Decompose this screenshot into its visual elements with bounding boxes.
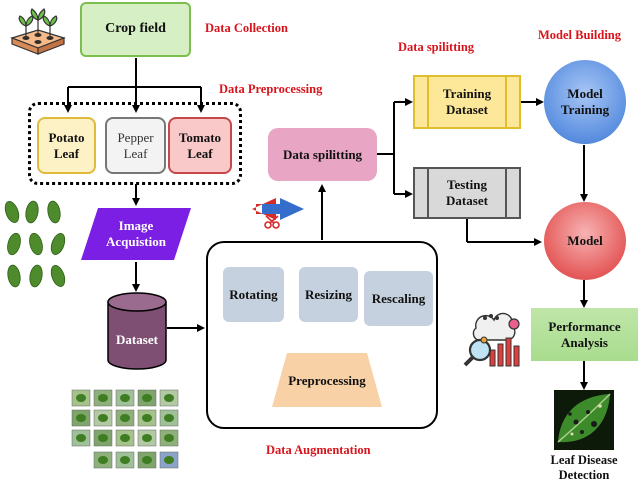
data-splitting-box: Data spilitting (268, 128, 377, 181)
leaf-disease-detection-text: Leaf Disease Detection (550, 453, 618, 482)
tomato-leaf-box: Tomato Leaf (168, 117, 232, 174)
pepper-leaf-box: Pepper Leaf (105, 117, 166, 174)
model-training-circle: Model Training (544, 60, 626, 144)
analytics-icon (463, 312, 520, 367)
crop-field-text: Crop field (105, 21, 166, 37)
data-splitting-label: Data spilitting (398, 40, 475, 54)
testing-dataset-divider-right (505, 169, 507, 217)
data-collection-label: Data Collection (205, 21, 288, 35)
leaf-disease-detection-label: Leaf Disease Detection (536, 452, 632, 484)
pepper-leaf-text: Pepper Leaf (117, 129, 154, 161)
dataset-cylinder-shape (107, 292, 167, 370)
resizing-box: Resizing (299, 267, 358, 322)
leaf-thumbnails-image (71, 389, 179, 469)
preprocessing-box: Preprocessing (271, 358, 383, 404)
training-dataset-divider-left (427, 77, 429, 127)
dataset-box: Dataset (106, 320, 168, 360)
data-preprocessing-label: Data Preprocessing (219, 82, 323, 96)
model-building-label: Model Building (538, 28, 622, 42)
rescaling-box: Rescaling (364, 271, 433, 326)
rotating-text: Rotating (229, 286, 278, 302)
tomato-leaf-text: Tomato Leaf (178, 129, 222, 161)
resizing-text: Resizing (305, 286, 352, 302)
rescaling-text: Rescaling (371, 290, 426, 306)
image-acquisition-shape (81, 208, 191, 260)
training-dataset-box: Training Dataset (413, 75, 521, 129)
image-acquisition-text: Image Acquistion (106, 218, 166, 249)
performance-analysis-text: Performance Analysis (548, 318, 621, 350)
data-splitting-text: Data spilitting (282, 146, 363, 162)
performance-analysis-box: Performance Analysis (531, 308, 638, 361)
swap-arrows-icon (252, 198, 304, 229)
leaf-samples-image (4, 200, 66, 288)
model-training-text: Model Training (560, 86, 610, 117)
rotating-box: Rotating (223, 267, 284, 322)
testing-dataset-box: Testing Dataset (413, 167, 521, 219)
diseased-leaf-image (554, 390, 614, 450)
testing-dataset-divider-left (427, 169, 429, 217)
testing-dataset-text: Testing Dataset (446, 177, 488, 208)
image-acquisition-box: Image Acquistion (92, 209, 180, 259)
crop-field-box: Crop field (80, 2, 191, 57)
leaf-group-frame (28, 102, 242, 185)
preprocessing-shape (272, 353, 382, 407)
training-dataset-text: Training Dataset (442, 86, 492, 117)
dataset-text: Dataset (116, 332, 158, 348)
seedling-tray-icon (10, 8, 66, 55)
training-dataset-divider-right (505, 77, 507, 127)
preprocessing-text: Preprocessing (288, 373, 366, 389)
data-augmentation-label: Data Augmentation (266, 443, 371, 457)
potato-leaf-text: Potato Leaf (48, 129, 85, 161)
potato-leaf-box: Potato Leaf (37, 117, 96, 174)
model-circle: Model (544, 202, 626, 280)
model-text: Model (567, 233, 603, 249)
